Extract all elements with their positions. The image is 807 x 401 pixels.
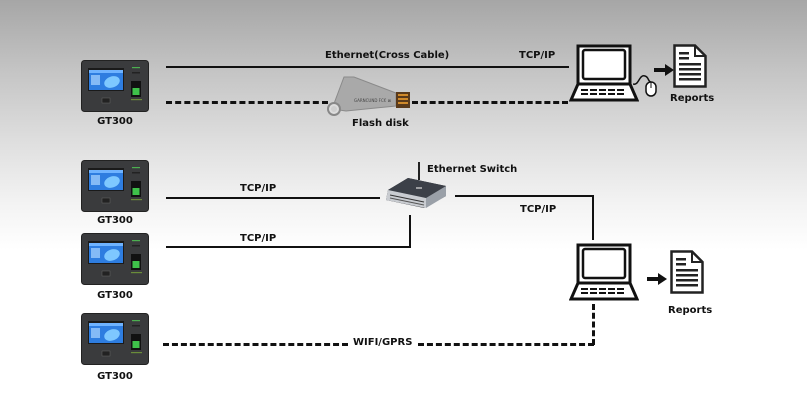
tcpip-line-2-vertical [409, 215, 411, 247]
tcpip-label: TCP/IP [519, 50, 556, 61]
wifi-gprs-label: WIFI/GPRS [353, 337, 413, 348]
reports-label-bottom: Reports [668, 305, 713, 316]
network-switch-icon[interactable] [384, 160, 450, 216]
reports-label-top: Reports [670, 93, 715, 104]
arrow-right-icon [654, 64, 674, 76]
device-label: GT300 [97, 215, 133, 226]
gt300-terminal-1[interactable] [81, 60, 149, 112]
arrow-right-icon [647, 273, 667, 285]
flash-disk-label: Flash disk [352, 118, 409, 129]
usb-flash-disk-icon: GARNCUND FC€ ⊠ [327, 76, 410, 116]
tcpip-label: TCP/IP [240, 183, 277, 194]
tcpip-line-2 [166, 246, 411, 248]
mouse-icon [633, 75, 657, 97]
ethernet-cross-cable-line [166, 66, 569, 68]
flash-disk-dashed-line-right [412, 101, 568, 104]
ethernet-cross-cable-label: Ethernet(Cross Cable) [325, 50, 450, 61]
computer-icon[interactable] [569, 44, 639, 104]
tcpip-line-1 [166, 197, 380, 199]
device-label: GT300 [97, 371, 133, 382]
document-report-icon[interactable] [673, 44, 707, 88]
tcpip-label: TCP/IP [520, 204, 557, 215]
device-label: GT300 [97, 290, 133, 301]
switch-to-pc-line-vertical [592, 195, 594, 240]
flash-disk-dashed-line-left [166, 101, 328, 104]
gt300-terminal-4[interactable] [81, 313, 149, 365]
wifi-gprs-dashed-line-left [163, 343, 348, 346]
tcpip-label: TCP/IP [240, 233, 277, 244]
switch-to-pc-line [455, 195, 594, 197]
device-label: GT300 [97, 116, 133, 127]
svg-text:GARNCUND FC€ ⊠: GARNCUND FC€ ⊠ [354, 98, 391, 103]
gt300-terminal-3[interactable] [81, 233, 149, 285]
wifi-gprs-dashed-line-vertical [592, 304, 595, 345]
gt300-terminal-2[interactable] [81, 160, 149, 212]
computer-icon[interactable] [569, 243, 639, 303]
document-report-icon[interactable] [670, 250, 704, 294]
wifi-gprs-dashed-line-right [418, 343, 594, 346]
ethernet-switch-label: Ethernet Switch [427, 164, 518, 175]
